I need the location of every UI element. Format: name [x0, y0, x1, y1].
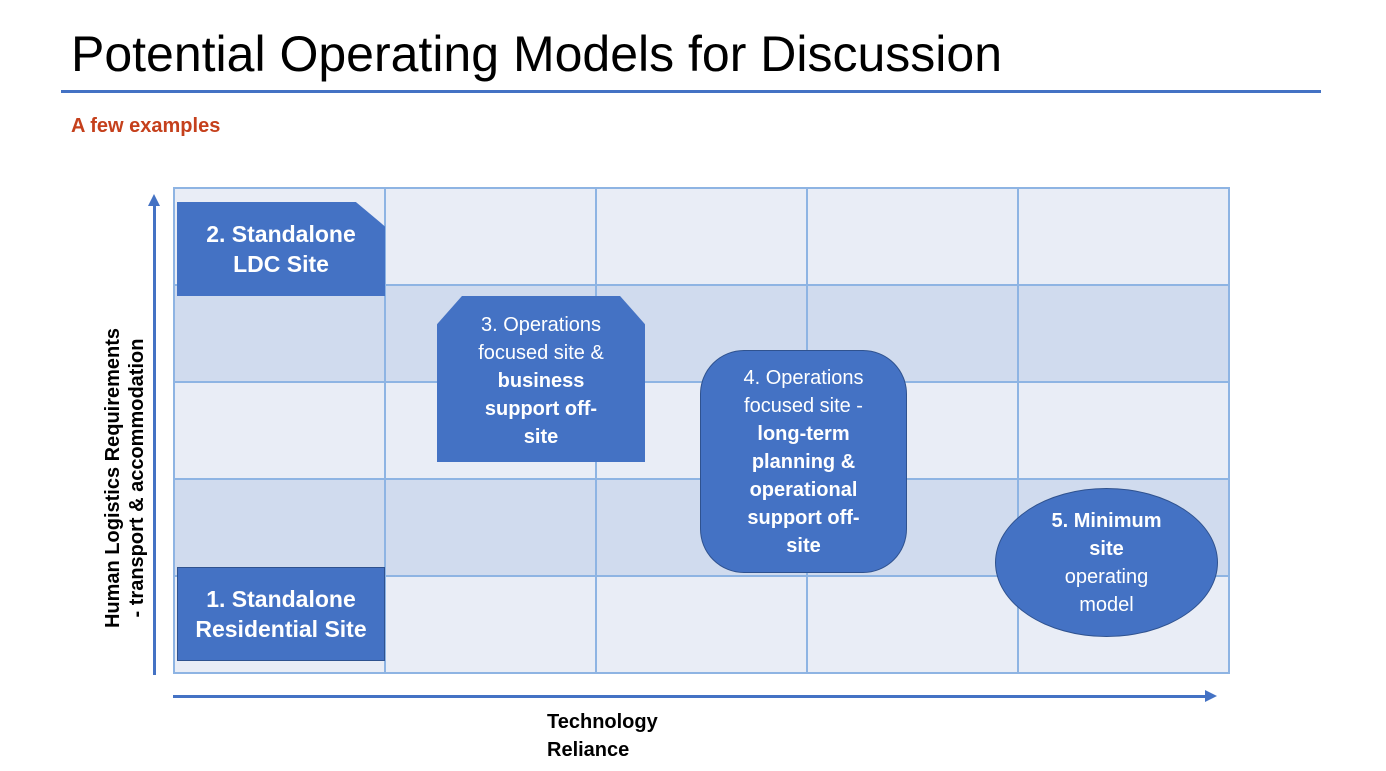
x-axis-label-line2: Reliance	[547, 739, 630, 761]
grid-cell	[174, 285, 385, 382]
model-operations-longterm-planning: 4. Operations focused site - long-term p…	[700, 350, 907, 573]
x-axis-arrow-line	[173, 695, 1206, 698]
page-title: Potential Operating Models for Discussio…	[71, 26, 1003, 82]
model-label-line: 1. Standalone	[206, 586, 356, 612]
grid-cell	[807, 188, 1018, 285]
matrix-grid	[173, 187, 1230, 674]
y-axis-arrow-up-icon	[148, 194, 160, 206]
y-axis-label-line1: Human Logistics Requirements	[102, 327, 124, 629]
grid-cell	[174, 479, 385, 576]
model-label-line: 2. Standalone	[206, 221, 356, 247]
x-axis-arrow-right-icon	[1205, 690, 1217, 702]
model-operations-business-support: 3. Operations focused site & business su…	[437, 296, 645, 462]
model-label-line: 4. Operations	[743, 366, 864, 389]
model-label-line: site	[1089, 537, 1124, 560]
model-standalone-residential-site: 1. Standalone Residential Site	[177, 567, 385, 661]
y-axis-label-line2: - transport & accommodation	[126, 338, 148, 618]
model-standalone-ldc-site: 2. Standalone LDC Site	[177, 202, 385, 296]
model-label-line: site	[523, 426, 559, 448]
grid-cell	[1018, 188, 1229, 285]
model-label-line: site	[786, 534, 821, 557]
model-label-line: operational	[749, 478, 858, 501]
model-label-line: business	[497, 370, 585, 392]
y-axis-arrow-line	[153, 205, 156, 675]
model-label-line: planning &	[751, 450, 856, 473]
model-label-line: LDC Site	[233, 251, 329, 277]
model-label-line: Residential Site	[195, 616, 367, 642]
model-label-line: model	[1079, 593, 1134, 616]
grid-cell	[385, 188, 596, 285]
title-underline	[61, 90, 1321, 93]
model-label-line: focused site -	[744, 394, 863, 417]
model-minimum-site-operating: 5. Minimum site operating model	[995, 488, 1218, 637]
y-axis-label: Human Logistics Requirements - transport…	[101, 278, 149, 678]
model-label-line: operating	[1064, 565, 1149, 588]
model-label-line: support off-	[484, 398, 598, 420]
model-label-line: support off-	[747, 506, 860, 529]
grid-cell	[385, 576, 596, 673]
grid-cell	[807, 576, 1018, 673]
model-label-line: focused site &	[478, 342, 604, 364]
model-label-line: 5. Minimum	[1051, 509, 1162, 532]
grid-cell	[1018, 285, 1229, 382]
subtitle: A few examples	[71, 115, 221, 137]
x-axis-label-line1: Technology	[547, 711, 658, 733]
grid-cell	[385, 479, 596, 576]
model-label-line: long-term	[757, 422, 850, 445]
model-label-line: 3. Operations	[480, 314, 602, 336]
grid-cell	[596, 188, 807, 285]
x-axis-label: Technology Reliance	[547, 708, 658, 764]
grid-cell	[1018, 382, 1229, 479]
grid-cell	[596, 576, 807, 673]
grid-cell	[174, 382, 385, 479]
